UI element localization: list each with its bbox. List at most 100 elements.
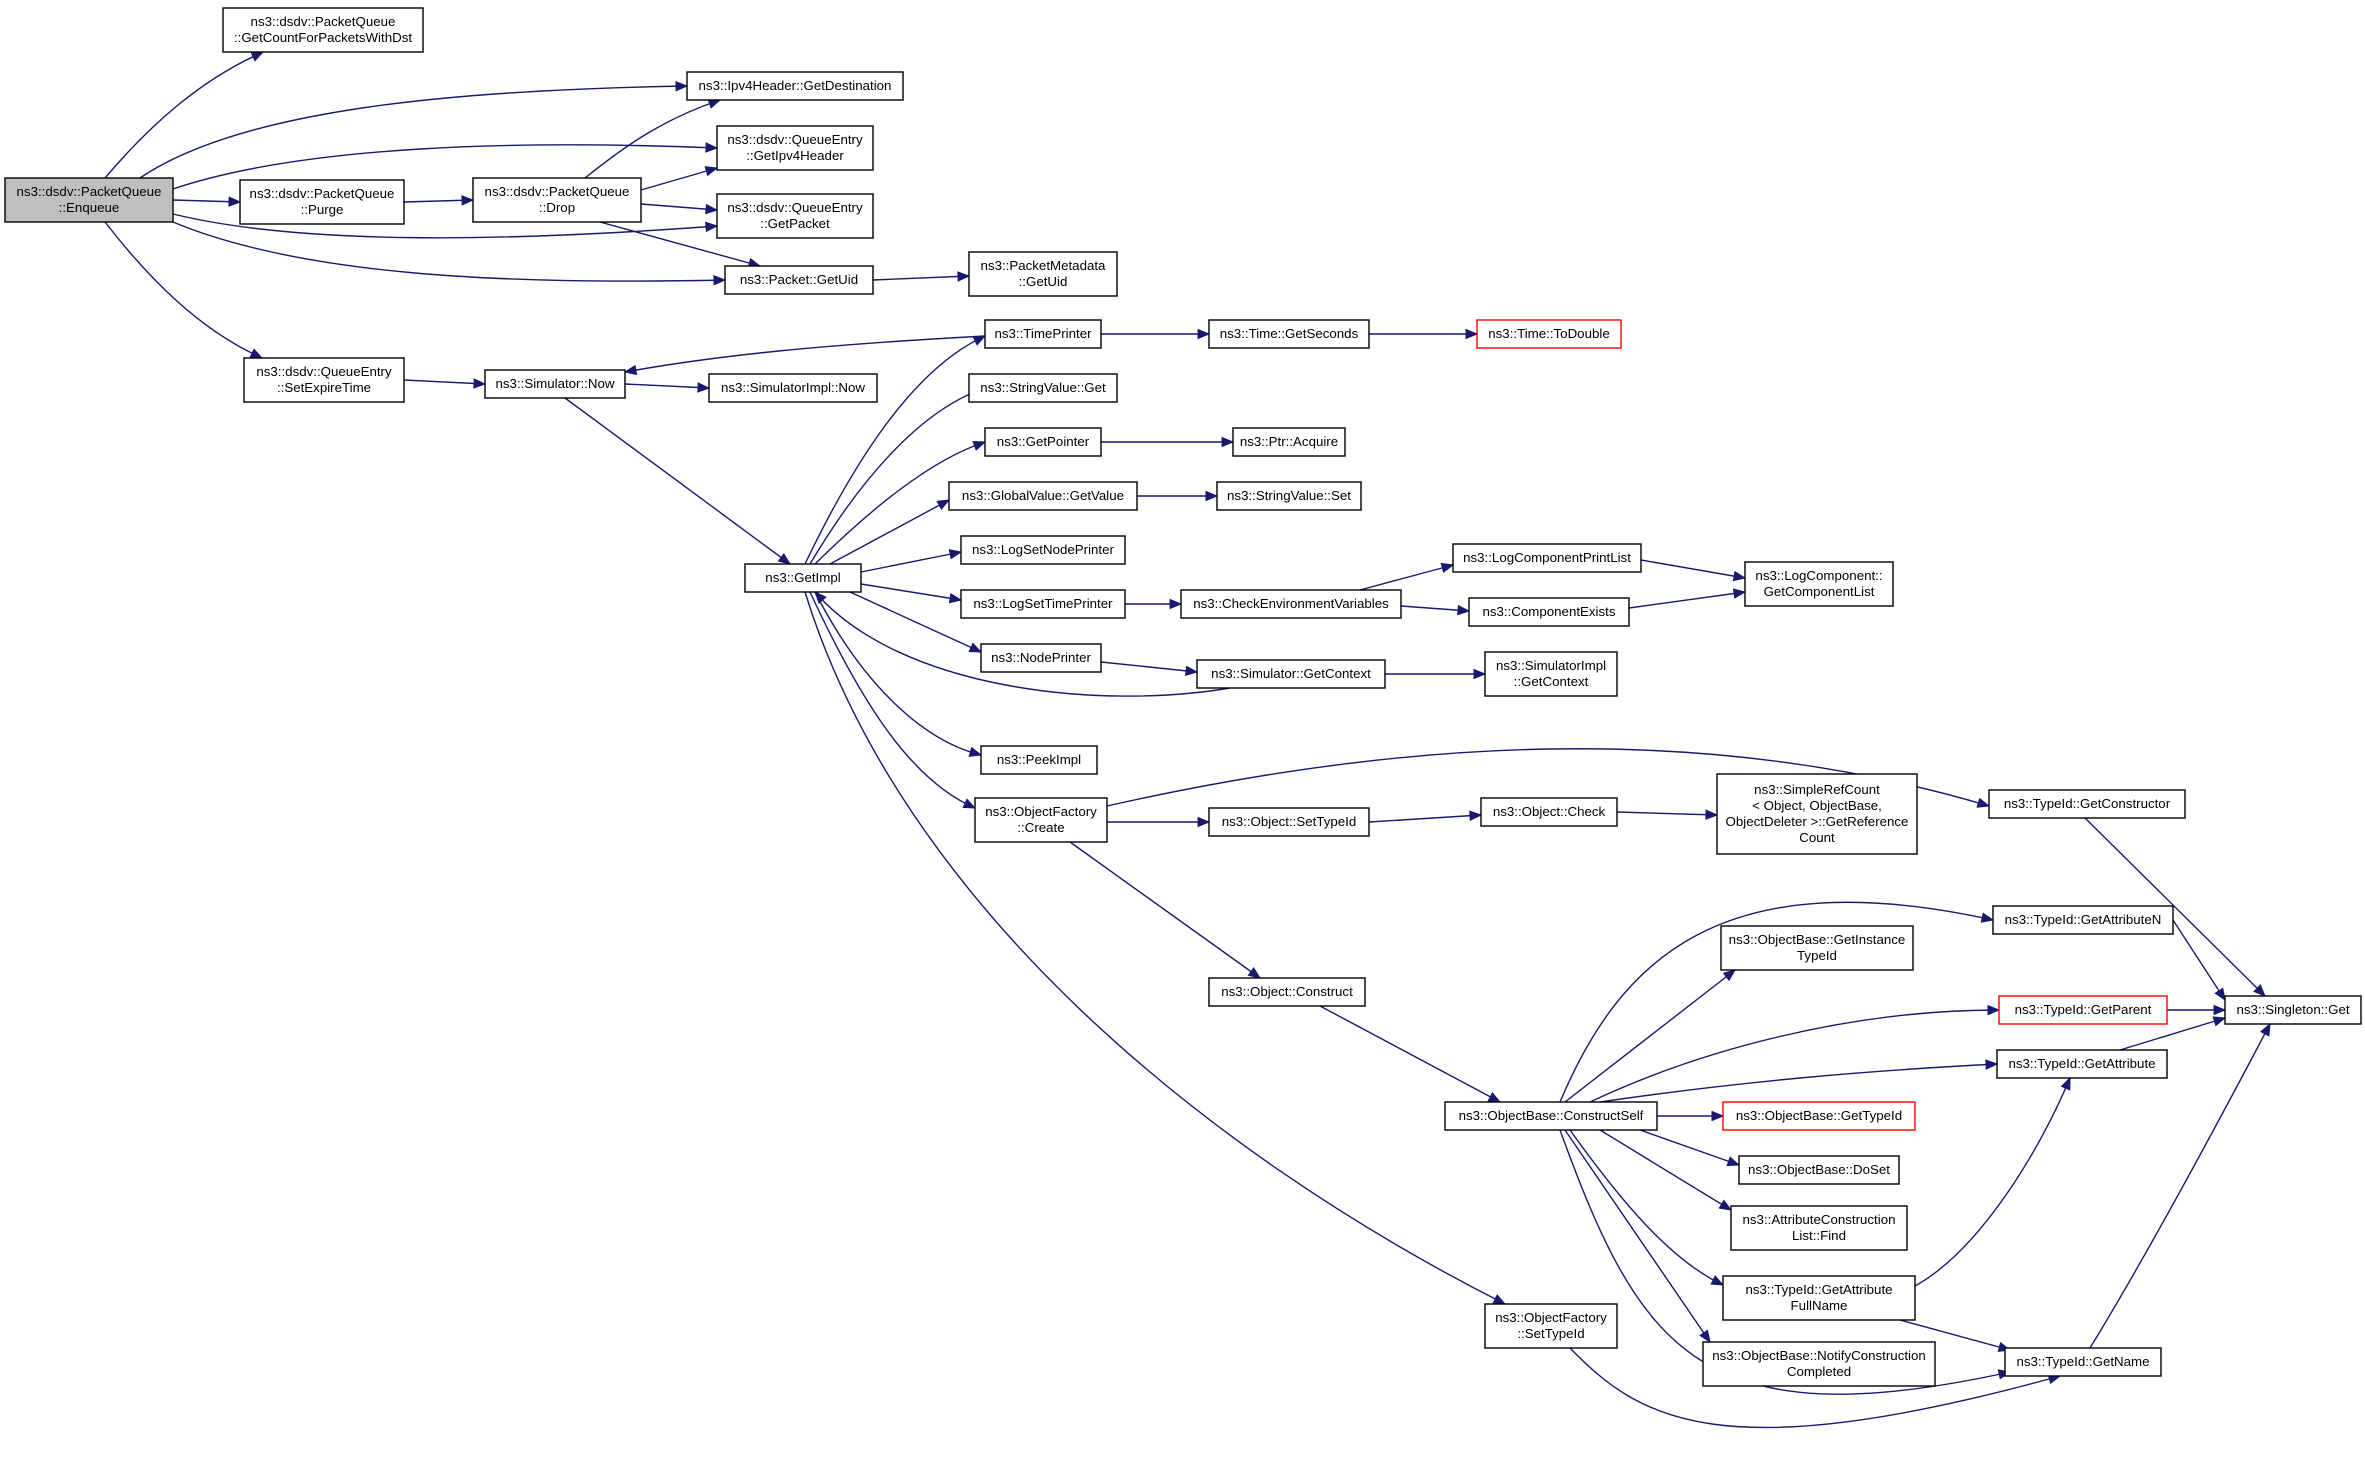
node-ns3-ptr-acquire[interactable]: ns3::Ptr::Acquire: [1232, 427, 1346, 457]
node-label: ns3::TypeId::GetAttribute: [2008, 1056, 2155, 1071]
edge-n38-n42: [1319, 1005, 1501, 1103]
node-box: [948, 481, 1138, 511]
edge-n7-n8: [872, 275, 970, 281]
edge-n46-n41: [1914, 1077, 2071, 1287]
node-ns3-logsetnodeprinter[interactable]: ns3::LogSetNodePrinter: [960, 535, 1126, 565]
edge-n21-n20: [860, 551, 962, 573]
edge-n21-n47: [804, 591, 1506, 1305]
node-label: ns3::TypeId::GetConstructor: [2004, 796, 2171, 811]
node-ns3-ipv4header-getdestination[interactable]: ns3::Ipv4Header::GetDestination: [686, 71, 904, 101]
node-ns3-dsdv-queueentry-setexpiretime[interactable]: ns3::dsdv::QueueEntry::SetExpireTime: [243, 357, 405, 403]
node-ns3-simplerefcount-object-objectbase-objectdeleter-getreferencecount[interactable]: ns3::SimpleRefCount< Object, ObjectBase,…: [1716, 773, 1918, 855]
arrowhead-n36-n40: [2214, 987, 2226, 1002]
node-label: ns3::ObjectBase::DoSet: [1748, 1162, 1890, 1177]
node-box: [1720, 925, 1914, 971]
node-box: [1452, 543, 1642, 573]
node-ns3-stringvalue-get[interactable]: ns3::StringValue::Get: [968, 373, 1118, 403]
edge-n49-n40: [2089, 1023, 2271, 1349]
node-box: [1992, 905, 2174, 935]
node-ns3-typeid-getname[interactable]: ns3::TypeId::GetName: [2004, 1347, 2162, 1377]
node-ns3-peekimpl[interactable]: ns3::PeekImpl: [980, 745, 1098, 775]
edge-n21-n22: [860, 583, 962, 601]
node-label: ns3::ObjectFactory: [985, 804, 1097, 819]
node-ns3-packetmetadata-getuid[interactable]: ns3::PacketMetadata::GetUid: [968, 251, 1118, 297]
arrowhead-n38-n42: [1487, 1091, 1502, 1103]
node-ns3-packet-getuid[interactable]: ns3::Packet::GetUid: [724, 265, 874, 295]
node-ns3-getpointer[interactable]: ns3::GetPointer: [984, 427, 1102, 457]
node-ns3-object-settypeid[interactable]: ns3::Object::SetTypeId: [1208, 807, 1370, 837]
node-label: ::Enqueue: [59, 200, 120, 215]
node-label: Count: [1799, 830, 1835, 845]
node-ns3-typeid-getparent[interactable]: ns3::TypeId::GetParent: [1998, 995, 2168, 1025]
node-ns3-singleton-get[interactable]: ns3::Singleton::Get: [2224, 995, 2362, 1025]
edge-n42-n37: [1564, 969, 1736, 1103]
node-ns3-time-todouble[interactable]: ns3::Time::ToDouble: [1476, 319, 1622, 349]
arrowhead-n42-n45: [1718, 1199, 1733, 1211]
arrowhead-n42-n41: [1985, 1059, 1999, 1070]
edge-n35-n40: [2084, 817, 2266, 997]
node-ns3-logcomponent-getcomponentlist[interactable]: ns3::LogComponent::GetComponentList: [1744, 561, 1894, 607]
arrowhead-n31-n38: [1247, 967, 1262, 979]
node-label: ns3::LogComponent::: [1755, 568, 1882, 583]
node-label: ns3::StringValue::Set: [1227, 488, 1351, 503]
arrowhead-n9-n10: [473, 378, 487, 389]
edge-n28-n21: [814, 591, 1231, 697]
node-label: ns3::GetImpl: [765, 570, 840, 585]
node-label: ::GetUid: [1019, 274, 1068, 289]
edge-n0-n1: [104, 51, 264, 179]
node-ns3-objectfactory-create[interactable]: ns3::ObjectFactory::Create: [974, 797, 1108, 843]
node-ns3-typeid-getconstructor[interactable]: ns3::TypeId::GetConstructor: [1988, 789, 2186, 819]
node-ns3-objectbase-constructself[interactable]: ns3::ObjectBase::ConstructSelf: [1444, 1101, 1658, 1131]
node-ns3-objectbase-notifyconstructioncompleted[interactable]: ns3::ObjectBase::NotifyConstructionCompl…: [1702, 1341, 1936, 1387]
node-ns3-time-getseconds[interactable]: ns3::Time::GetSeconds: [1208, 319, 1370, 349]
node-ns3-getimpl[interactable]: ns3::GetImpl: [744, 563, 862, 593]
node-label: ns3::ObjectBase::GetInstance: [1729, 932, 1906, 947]
node-label: ObjectDeleter >::GetReference: [1726, 814, 1909, 829]
node-ns3-dsdv-queueentry-getipv4header[interactable]: ns3::dsdv::QueueEntry::GetIpv4Header: [716, 125, 874, 171]
node-ns3-dsdv-packetqueue-purge[interactable]: ns3::dsdv::PacketQueue::Purge: [239, 179, 405, 225]
node-ns3-objectfactory-settypeid[interactable]: ns3::ObjectFactory::SetTypeId: [1484, 1303, 1618, 1349]
arrowhead-n46-n41: [2060, 1076, 2071, 1091]
node-ns3-componentexists[interactable]: ns3::ComponentExists: [1468, 597, 1630, 627]
node-ns3-nodeprinter[interactable]: ns3::NodePrinter: [980, 643, 1102, 673]
node-ns3-dsdv-packetqueue-getcountforpacketswithdst[interactable]: ns3::dsdv::PacketQueue::GetCountForPacke…: [222, 7, 424, 53]
arrowhead-n0-n2: [675, 80, 689, 92]
node-ns3-dsdv-packetqueue-drop[interactable]: ns3::dsdv::PacketQueue::Drop: [472, 177, 642, 223]
edge-n32-n33: [1368, 814, 1482, 823]
node-ns3-simulatorimpl-now[interactable]: ns3::SimulatorImpl::Now: [708, 373, 878, 403]
node-ns3-globalvalue-getvalue[interactable]: ns3::GlobalValue::GetValue: [948, 481, 1138, 511]
arrowhead-n0-n9: [249, 348, 264, 359]
node-label: ns3::ObjectBase::GetTypeId: [1736, 1108, 1902, 1123]
arrowhead-n21-n16: [972, 440, 987, 451]
node-ns3-stringvalue-set[interactable]: ns3::StringValue::Set: [1216, 481, 1362, 511]
node-label: ns3::ObjectBase::NotifyConstruction: [1712, 1348, 1926, 1363]
edge-n5-n3: [640, 167, 718, 191]
node-ns3-simulatorimpl-getcontext[interactable]: ns3::SimulatorImpl::GetContext: [1484, 651, 1618, 697]
node-ns3-logsettimeprinter[interactable]: ns3::LogSetTimePrinter: [960, 589, 1126, 619]
node-box: [4, 177, 174, 223]
node-ns3-dsdv-queueentry-getpacket[interactable]: ns3::dsdv::QueueEntry::GetPacket: [716, 193, 874, 239]
node-ns3-simulator-now[interactable]: ns3::Simulator::Now: [484, 369, 626, 399]
node-label: ns3::TimePrinter: [994, 326, 1092, 341]
node-ns3-typeid-getattribute[interactable]: ns3::TypeId::GetAttribute: [1996, 1049, 2168, 1079]
node-ns3-dsdv-packetqueue-enqueue[interactable]: ns3::dsdv::PacketQueue::Enqueue: [4, 177, 174, 223]
node-label: ::SetTypeId: [1517, 1326, 1584, 1341]
node-label: ns3::dsdv::PacketQueue: [485, 184, 630, 199]
node-ns3-logcomponentprintlist[interactable]: ns3::LogComponentPrintList: [1452, 543, 1642, 573]
node-box: [1722, 1275, 1916, 1321]
node-label: ns3::ObjectFactory: [1495, 1310, 1607, 1325]
node-ns3-object-construct[interactable]: ns3::Object::Construct: [1208, 977, 1366, 1007]
node-ns3-timeprinter[interactable]: ns3::TimePrinter: [984, 319, 1102, 349]
edge-n21-n12: [804, 335, 986, 565]
node-ns3-checkenvironmentvariables[interactable]: ns3::CheckEnvironmentVariables: [1180, 589, 1402, 619]
node-ns3-simulator-getcontext[interactable]: ns3::Simulator::GetContext: [1196, 659, 1386, 689]
node-box: [968, 373, 1118, 403]
node-box: [716, 125, 874, 171]
node-ns3-objectbase-gettypeid[interactable]: ns3::ObjectBase::GetTypeId: [1722, 1101, 1916, 1131]
node-ns3-typeid-getattributen[interactable]: ns3::TypeId::GetAttributeN: [1992, 905, 2174, 935]
node-ns3-object-check[interactable]: ns3::Object::Check: [1480, 797, 1618, 827]
node-ns3-objectbase-doset[interactable]: ns3::ObjectBase::DoSet: [1738, 1155, 1900, 1185]
